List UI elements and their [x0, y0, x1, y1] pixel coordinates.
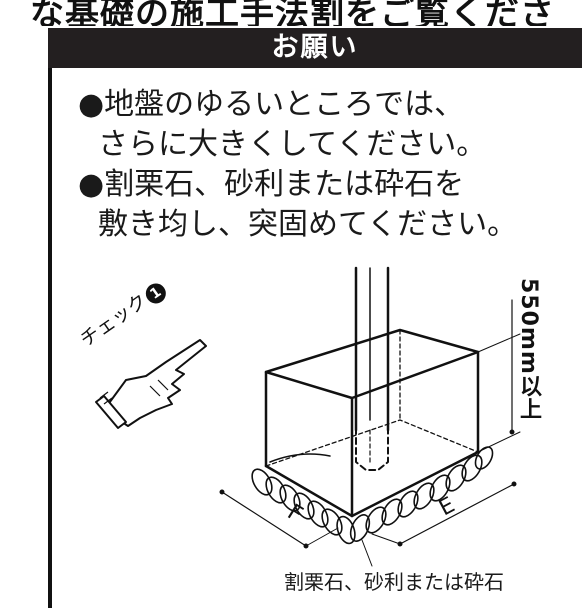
block-top-face — [264, 328, 480, 400]
caption-leader — [361, 539, 373, 567]
dimension-label-e: E — [435, 493, 459, 522]
pole-embedded — [355, 417, 389, 471]
dimension-line-e — [399, 483, 515, 545]
dimension-label-f: F — [283, 500, 307, 528]
note-1-line-2: さらに大きくしてください。 — [98, 127, 487, 162]
gravel-bed — [251, 446, 494, 545]
height-label: 550mm以上 — [516, 278, 541, 421]
notice-panel-body — [52, 68, 582, 597]
note-2-line-1: ●割栗石、砂利または砕石を — [78, 167, 465, 202]
block-hidden-edges — [265, 419, 479, 467]
pointing-hand-icon — [95, 339, 207, 429]
block-bottom-edges — [264, 450, 480, 518]
gravel-caption: 割栗石、砂利または砕石 — [284, 570, 504, 594]
note-1-line-1: ●地盤のゆるいところでは、 — [78, 87, 465, 122]
dimension-line-f — [221, 491, 307, 547]
note-2-line-2: 敷き均し、突固めてください。 — [98, 207, 518, 242]
top-heading: な基礎の施工手法割をご覧くださ — [30, 0, 555, 26]
notice-panel-border — [48, 28, 582, 608]
notice-title: お願い — [48, 28, 582, 68]
